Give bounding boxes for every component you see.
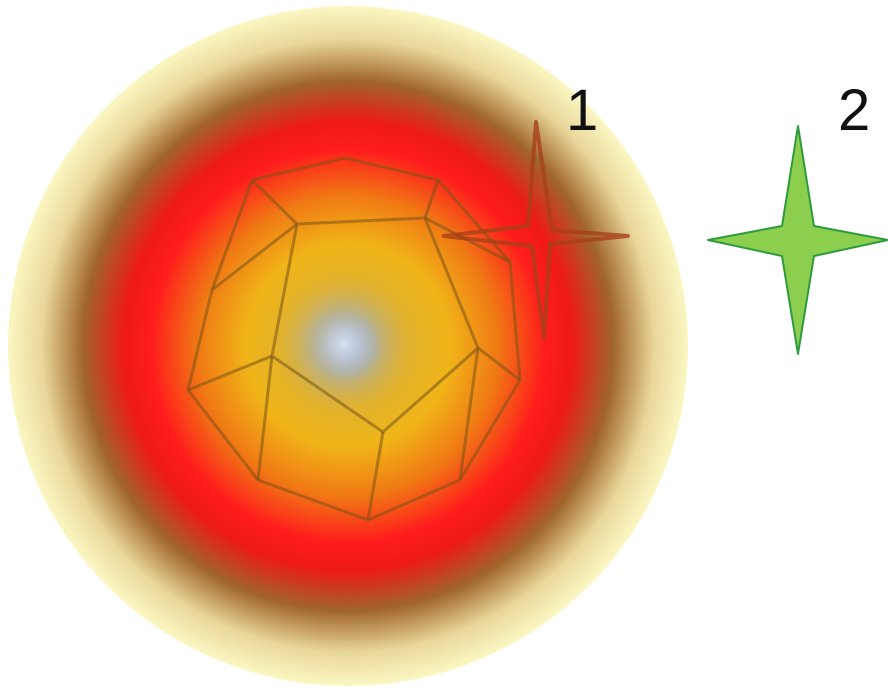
marker-2-label: 2: [838, 78, 870, 143]
core-glow: [274, 274, 414, 414]
star-1-outline-icon: [442, 120, 630, 340]
star-2-filled-icon: [707, 125, 888, 355]
marker-1-label: 1: [566, 78, 598, 143]
